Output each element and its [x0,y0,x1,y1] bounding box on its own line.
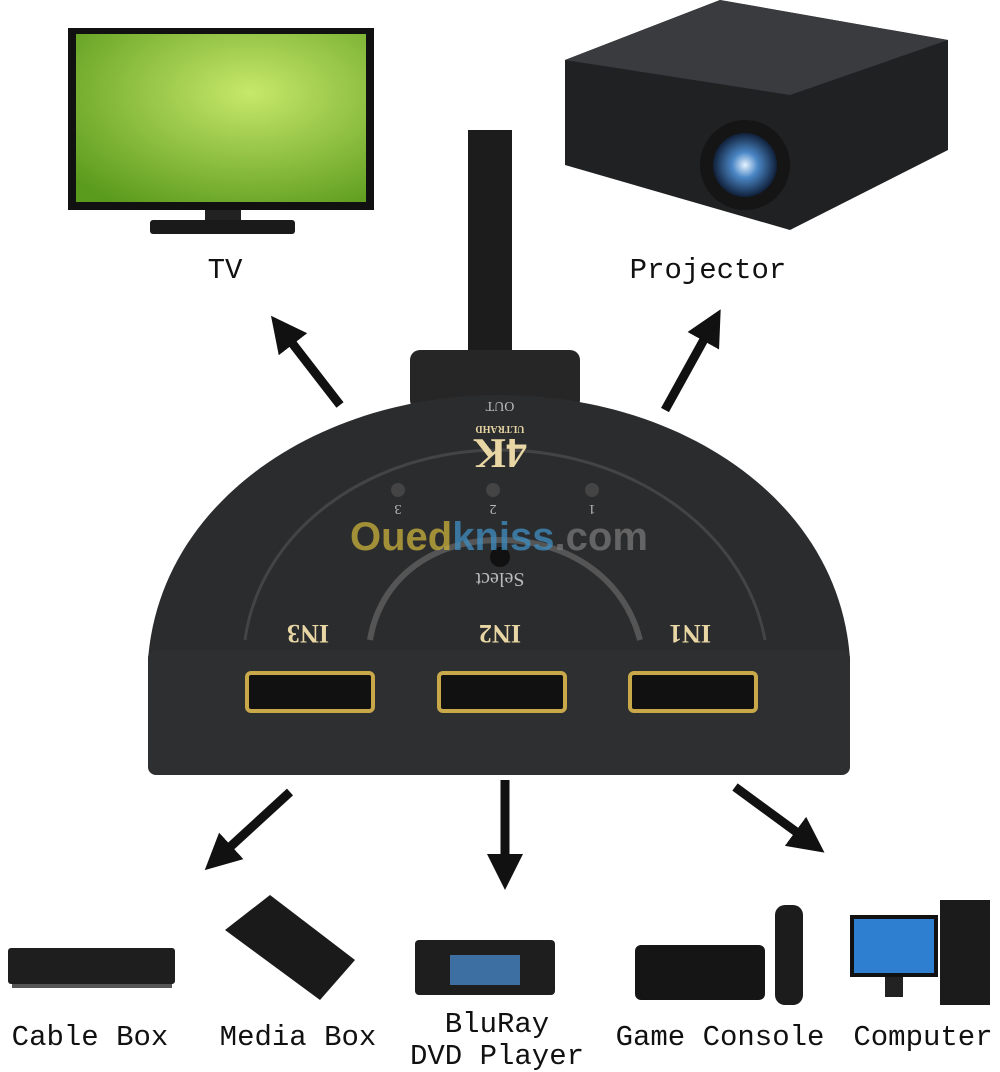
led-label-3: 3 [395,501,402,516]
arrow-cable-box [204,788,294,871]
input-label-computer: Computer [853,1021,992,1054]
hdmi-switch: OUT 4K ULTRAHD 1 2 3 Select IN1 IN2 IN3 … [148,130,850,775]
hdmi-port-in1 [628,671,758,713]
led-label-1: 1 [589,501,596,516]
input-label-game-console: Game Console [616,1021,825,1054]
brand-4k: 4K [473,429,527,475]
hdmi-port-in3 [245,671,375,713]
input-label-dvd-player: DVD Player [410,1040,584,1072]
input-label-bluray: BluRay [445,1008,549,1041]
watermark: Ouedkniss.com [350,515,648,559]
out-label: OUT [485,398,514,413]
arrow-to-tv [270,315,344,408]
led-1 [585,483,599,497]
bluray-player-image [415,940,555,995]
port-label-in2: IN2 [479,619,521,648]
brand-ultrahd: ULTRAHD [475,423,524,434]
select-button [490,547,510,567]
port-label-in1: IN1 [669,619,711,648]
input-label-cable-box: Cable Box [12,1021,169,1054]
arrow-game-console [732,783,825,853]
led-label-2: 2 [490,501,497,516]
input-label-media-box: Media Box [220,1021,377,1054]
led-2 [486,483,500,497]
game-console-image [635,905,803,1005]
port-label-in3: IN3 [287,619,329,648]
select-label: Select [475,568,524,590]
led-3 [391,483,405,497]
output-label-tv: TV [208,254,243,287]
arrow-to-projector [661,309,721,413]
tv-image [68,28,374,234]
output-label-projector: Projector [630,254,787,287]
cable-box-image [8,948,175,988]
projector-image [565,0,948,230]
media-box-image [225,895,355,1000]
hdmi-port-in2 [437,671,567,713]
computer-image [850,900,990,1005]
